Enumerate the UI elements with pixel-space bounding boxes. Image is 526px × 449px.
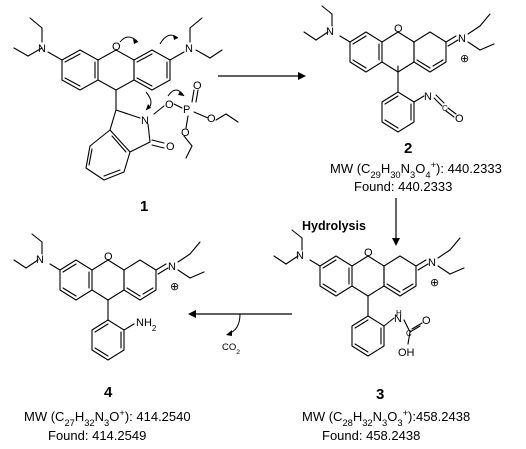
arrow-1-to-2 — [218, 72, 306, 80]
compound-3-found: Found: 458.2438 — [322, 428, 420, 443]
compound-3-formula: C28H32N3O3+ — [333, 408, 408, 428]
compound-4-formula: C27H32N3O+ — [55, 408, 125, 428]
compound-4-structure: N O N ⊕ NH2 — [13, 233, 205, 361]
atom-o: O — [422, 315, 431, 327]
compound-2-found: Found: 440.2333 — [354, 179, 452, 194]
compound-3-structure: N O N ⊕ H N C O OH — [273, 229, 465, 359]
atom-h: H — [396, 309, 402, 318]
atom-o: O — [166, 141, 175, 153]
atom-o: O — [193, 80, 202, 92]
atom-o: O — [181, 127, 190, 139]
atom-o: O — [207, 113, 216, 125]
plus-charge: ⊕ — [460, 53, 469, 65]
atom-n: N — [326, 26, 334, 38]
plus-charge: ⊕ — [430, 277, 439, 289]
atom-o: O — [394, 23, 403, 35]
atom-c: C — [406, 329, 412, 338]
atom-n: N — [424, 91, 432, 103]
atom-o: O — [104, 251, 113, 263]
atom-n: N — [458, 33, 466, 45]
plus-charge: ⊕ — [170, 281, 179, 293]
compound-3-mw: MW (C28H32N3O3+):458.2438 — [302, 408, 470, 428]
hydrolysis-label: Hydrolysis — [302, 219, 366, 233]
atom-oh: OH — [398, 347, 415, 359]
atom-n: N — [36, 254, 44, 266]
co2-formula: CO2 — [222, 342, 240, 356]
atom-c: C — [442, 104, 448, 113]
atom-p: P — [183, 104, 190, 116]
compound-4-label: 4 — [104, 384, 113, 401]
compound-2-formula: C29H30N3O4+ — [361, 160, 436, 180]
atom-n: N — [394, 313, 402, 325]
compound-1-label: 1 — [140, 198, 148, 215]
atom-n: N — [168, 261, 176, 273]
compound-4-found: Found: 414.2549 — [48, 428, 146, 443]
compound-2-label: 2 — [404, 140, 412, 157]
atom-n: N — [141, 115, 149, 127]
atom-n: N — [428, 257, 436, 269]
amine-nh2-formula: NH2 — [136, 317, 156, 333]
co2-byproduct: CO2 — [222, 342, 240, 356]
arrow-3-to-4 — [188, 310, 292, 336]
compound-4-mw: MW (C27H32N3O+): 414.2540 — [24, 408, 191, 428]
amine-nh2: NH2 — [136, 317, 156, 333]
compound-2-mw: MW (C29H30N3O4+): 440.2333 — [330, 160, 502, 180]
compound-2-structure: N O N ⊕ N C O — [303, 5, 495, 133]
atom-o: O — [112, 41, 121, 53]
atom-o: O — [165, 99, 174, 111]
atom-n: N — [38, 43, 46, 55]
atom-o: O — [364, 247, 373, 259]
compound-1-structure: N O N N O O P O O O — [13, 17, 239, 181]
atom-n: N — [296, 250, 304, 262]
atom-n: N — [185, 43, 193, 55]
atom-o: O — [455, 113, 464, 125]
compound-3-label: 3 — [376, 386, 384, 403]
arrow-2-to-3 — [392, 198, 400, 246]
